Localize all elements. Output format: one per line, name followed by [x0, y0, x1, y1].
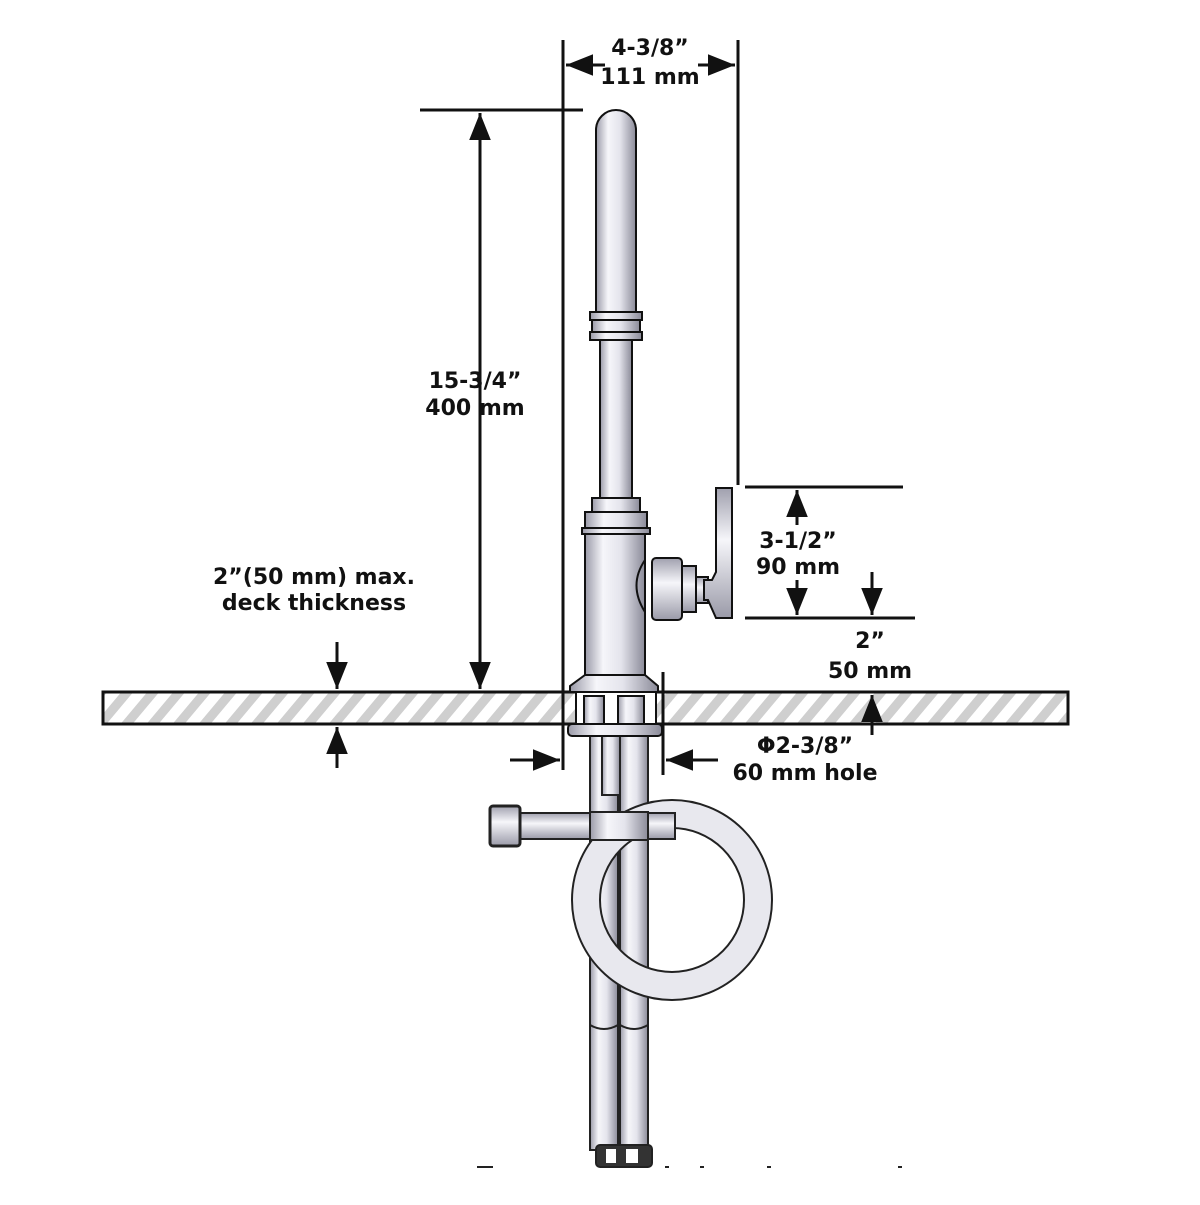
deck-thickness-line1: 2”(50 mm) max. [213, 565, 415, 590]
hole-imperial-label: Φ2-3/8” [757, 734, 853, 759]
height-metric-label: 400 mm [425, 396, 524, 421]
faucet [569, 109, 733, 693]
handle-height-metric-label: 90 mm [756, 555, 840, 580]
deck-thickness-line2: deck thickness [222, 591, 406, 616]
clearance-imperial-label: 2” [855, 629, 885, 654]
hole-metric-label: 60 mm hole [732, 761, 877, 786]
width-imperial-label: 4-3/8” [611, 36, 689, 61]
dimension-lines [326, 40, 915, 775]
clearance-metric-label: 50 mm [828, 659, 912, 684]
spray-hose [488, 799, 773, 1001]
mounting-hardware [567, 691, 663, 737]
width-metric-label: 111 mm [600, 65, 699, 90]
height-imperial-label: 15-3/4” [429, 369, 522, 394]
handle-height-imperial-label: 3-1/2” [759, 529, 837, 554]
